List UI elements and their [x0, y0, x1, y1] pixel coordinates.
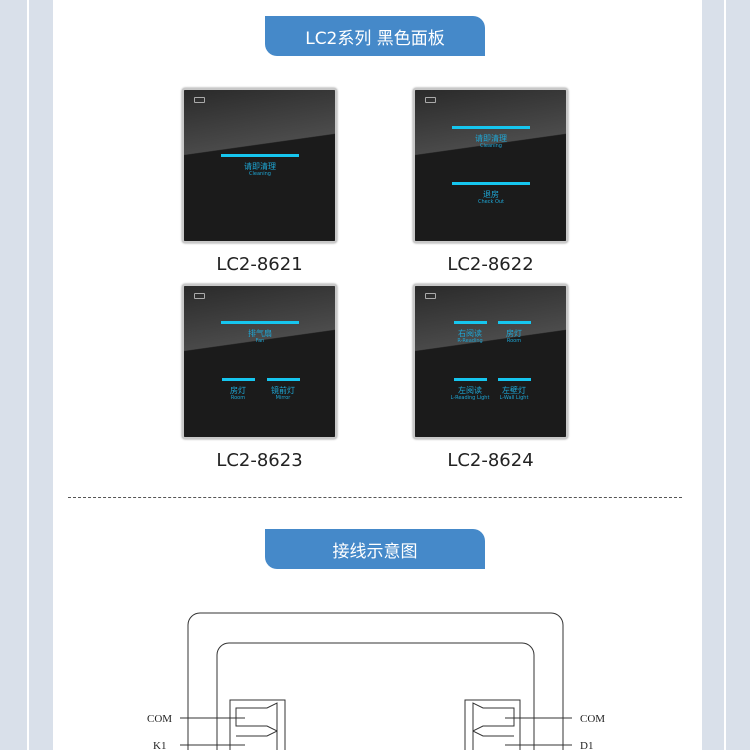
- model-label: LC2-8624: [447, 450, 534, 471]
- section-title-badge: LC2系列 黑色面板: [265, 16, 485, 56]
- model-label: LC2-8621: [216, 254, 303, 275]
- indicator-icon: [425, 293, 436, 299]
- inner-frame: [216, 642, 535, 750]
- side-stripe: [726, 0, 750, 750]
- side-stripe: [29, 0, 53, 750]
- wire-label-com-left: COM: [147, 713, 172, 725]
- side-stripe: [0, 0, 27, 750]
- wire-label-com-right: COM: [580, 713, 605, 725]
- section-divider: [68, 497, 682, 498]
- side-stripe: [702, 0, 724, 750]
- left-terminal-block: [229, 699, 286, 750]
- wire-label-k1: K1: [153, 740, 166, 750]
- right-terminal: [472, 702, 515, 750]
- right-terminal-block: [464, 699, 521, 750]
- outer-frame: [187, 612, 564, 750]
- indicator-icon: [425, 97, 436, 103]
- section-title-badge: 接线示意图: [265, 529, 485, 569]
- model-label: LC2-8622: [447, 254, 534, 275]
- indicator-icon: [194, 293, 205, 299]
- model-label: LC2-8623: [216, 450, 303, 471]
- indicator-icon: [194, 97, 205, 103]
- wire-label-d1: D1: [580, 740, 593, 750]
- left-terminal: [235, 702, 278, 750]
